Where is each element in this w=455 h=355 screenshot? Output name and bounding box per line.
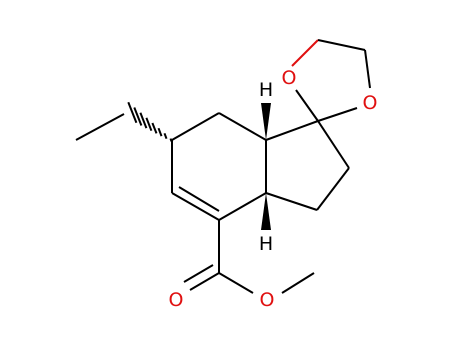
dioxolane-ring bbox=[291, 39, 371, 122]
hydrogen-bottom: H bbox=[259, 233, 273, 255]
bond-c-o-ester bbox=[218, 272, 254, 294]
bond-o-methyl bbox=[281, 272, 315, 294]
atom-labels: O O H H O O bbox=[169, 67, 378, 311]
bond-c3-c2 bbox=[316, 167, 350, 211]
wedge-bonds bbox=[261, 103, 271, 230]
bond-spiro-c3 bbox=[317, 120, 350, 169]
bond-c5-c4-a bbox=[171, 192, 220, 221]
bond-co-double-b bbox=[183, 264, 214, 283]
cyclopentane-ring bbox=[265, 120, 350, 211]
bond-co-double-a bbox=[189, 272, 220, 291]
oxygen-ring-left: O bbox=[282, 67, 297, 89]
bond-ethyl-ch3 bbox=[75, 113, 125, 141]
hydrogen-top: H bbox=[259, 79, 273, 101]
bond-spiro-to-o-right bbox=[317, 107, 358, 122]
bond-c7-c6 bbox=[171, 112, 220, 141]
bond-c2-c3a bbox=[265, 192, 318, 211]
oxygen-carbonyl: O bbox=[169, 289, 184, 311]
cyclohexene-ring bbox=[171, 112, 267, 221]
bond-c7a-spiro bbox=[265, 120, 319, 141]
bond-c5-c4-b bbox=[178, 186, 220, 212]
bond-c7a-c7 bbox=[218, 112, 267, 141]
ethyl-group bbox=[75, 113, 125, 141]
hashed-wedge-ethyl bbox=[127, 101, 173, 142]
bond-c4-c3a bbox=[218, 192, 267, 221]
oxygen-ester: O bbox=[260, 289, 275, 311]
ester-group bbox=[183, 220, 315, 294]
wedge-c3a-h bbox=[261, 193, 271, 230]
bond-ch2-ch2 bbox=[317, 39, 366, 51]
bond-ch2-to-o-right bbox=[364, 49, 371, 89]
wedge-c7a-h bbox=[261, 103, 271, 140]
oxygen-ring-right: O bbox=[363, 92, 378, 114]
bond-spiro-to-o-left bbox=[295, 89, 319, 122]
bond-o-left-to-ch2 bbox=[291, 39, 319, 67]
